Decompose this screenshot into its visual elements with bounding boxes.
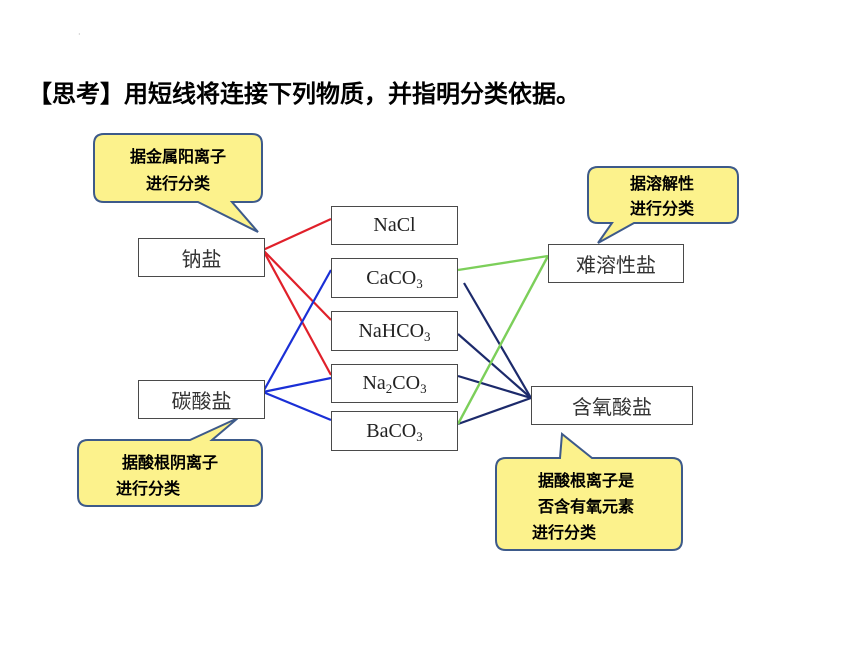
substance-caco3-formula: CaCO3 <box>366 266 423 291</box>
decorative-dot: · <box>78 30 81 39</box>
link-baco3-oxyacid <box>457 396 532 426</box>
link-nahco3-oxyacid <box>457 333 532 399</box>
link-sodium-na2co3 <box>262 249 332 376</box>
category-insoluble-salt-label: 难溶性盐 <box>576 253 656 277</box>
category-carbonate: 碳酸盐 <box>138 380 265 419</box>
callout-oxygen-line1: 据酸根离子是 <box>538 471 634 490</box>
callout-oxygen: 据酸根离子是 否含有氧元素 进行分类 <box>495 432 683 551</box>
substance-nacl-formula: NaCl <box>373 214 416 236</box>
sodium-salt-links <box>262 217 332 376</box>
callout-solubility: 据溶解性 进行分类 <box>587 166 739 244</box>
link-carbonate-na2co3 <box>262 376 332 394</box>
category-sodium-salt: 钠盐 <box>138 238 265 277</box>
category-oxyacid-salt: 含氧酸盐 <box>531 386 693 425</box>
link-carbonate-baco3 <box>262 390 332 422</box>
callout-metal-cation-line1: 据金属阳离子 <box>130 147 226 166</box>
category-sodium-salt-label: 钠盐 <box>181 247 222 271</box>
callout-acid-anion: 据酸根阴离子 进行分类 <box>77 417 263 507</box>
callout-acid-anion-line1: 据酸根阴离子 <box>122 453 218 472</box>
callout-solubility-line1: 据溶解性 <box>630 174 694 193</box>
page-title: 【思考】用短线将连接下列物质，并指明分类依据。 <box>28 80 580 108</box>
category-insoluble-salt: 难溶性盐 <box>548 244 684 283</box>
link-sodium-nahco3 <box>262 249 332 321</box>
callout-oxygen-line3: 进行分类 <box>532 523 597 542</box>
substance-baco3-formula: BaCO3 <box>366 419 423 444</box>
carbonate-links <box>262 269 332 422</box>
callout-metal-cation-line2: 进行分类 <box>146 174 211 193</box>
substance-na2co3-formula: Na2CO3 <box>362 372 427 396</box>
oxyacid-salt-links <box>457 282 532 426</box>
link-na2co3-oxyacid <box>457 374 532 400</box>
link-caco3-oxyacid <box>463 282 532 399</box>
substance-baco3: BaCO3 <box>331 411 458 451</box>
category-carbonate-label: 碳酸盐 <box>171 389 232 413</box>
substance-nahco3-formula: NaHCO3 <box>358 319 431 344</box>
callout-metal-cation: 据金属阳离子 进行分类 <box>93 133 263 233</box>
substance-nacl: NaCl <box>331 206 458 245</box>
callout-oxygen-line2: 否含有氧元素 <box>537 497 634 516</box>
link-carbonate-caco3 <box>262 269 332 393</box>
insoluble-salt-links <box>456 254 550 425</box>
substance-na2co3: Na2CO3 <box>331 364 458 403</box>
callout-acid-anion-line2: 进行分类 <box>116 479 181 498</box>
link-sodium-nacl <box>262 217 332 252</box>
link-caco3-insoluble <box>457 254 549 272</box>
link-baco3-insoluble <box>456 255 550 425</box>
callout-solubility-line2: 进行分类 <box>630 199 695 218</box>
substance-nahco3: NaHCO3 <box>331 311 458 351</box>
substance-caco3: CaCO3 <box>331 258 458 298</box>
category-oxyacid-salt-label: 含氧酸盐 <box>572 395 652 419</box>
